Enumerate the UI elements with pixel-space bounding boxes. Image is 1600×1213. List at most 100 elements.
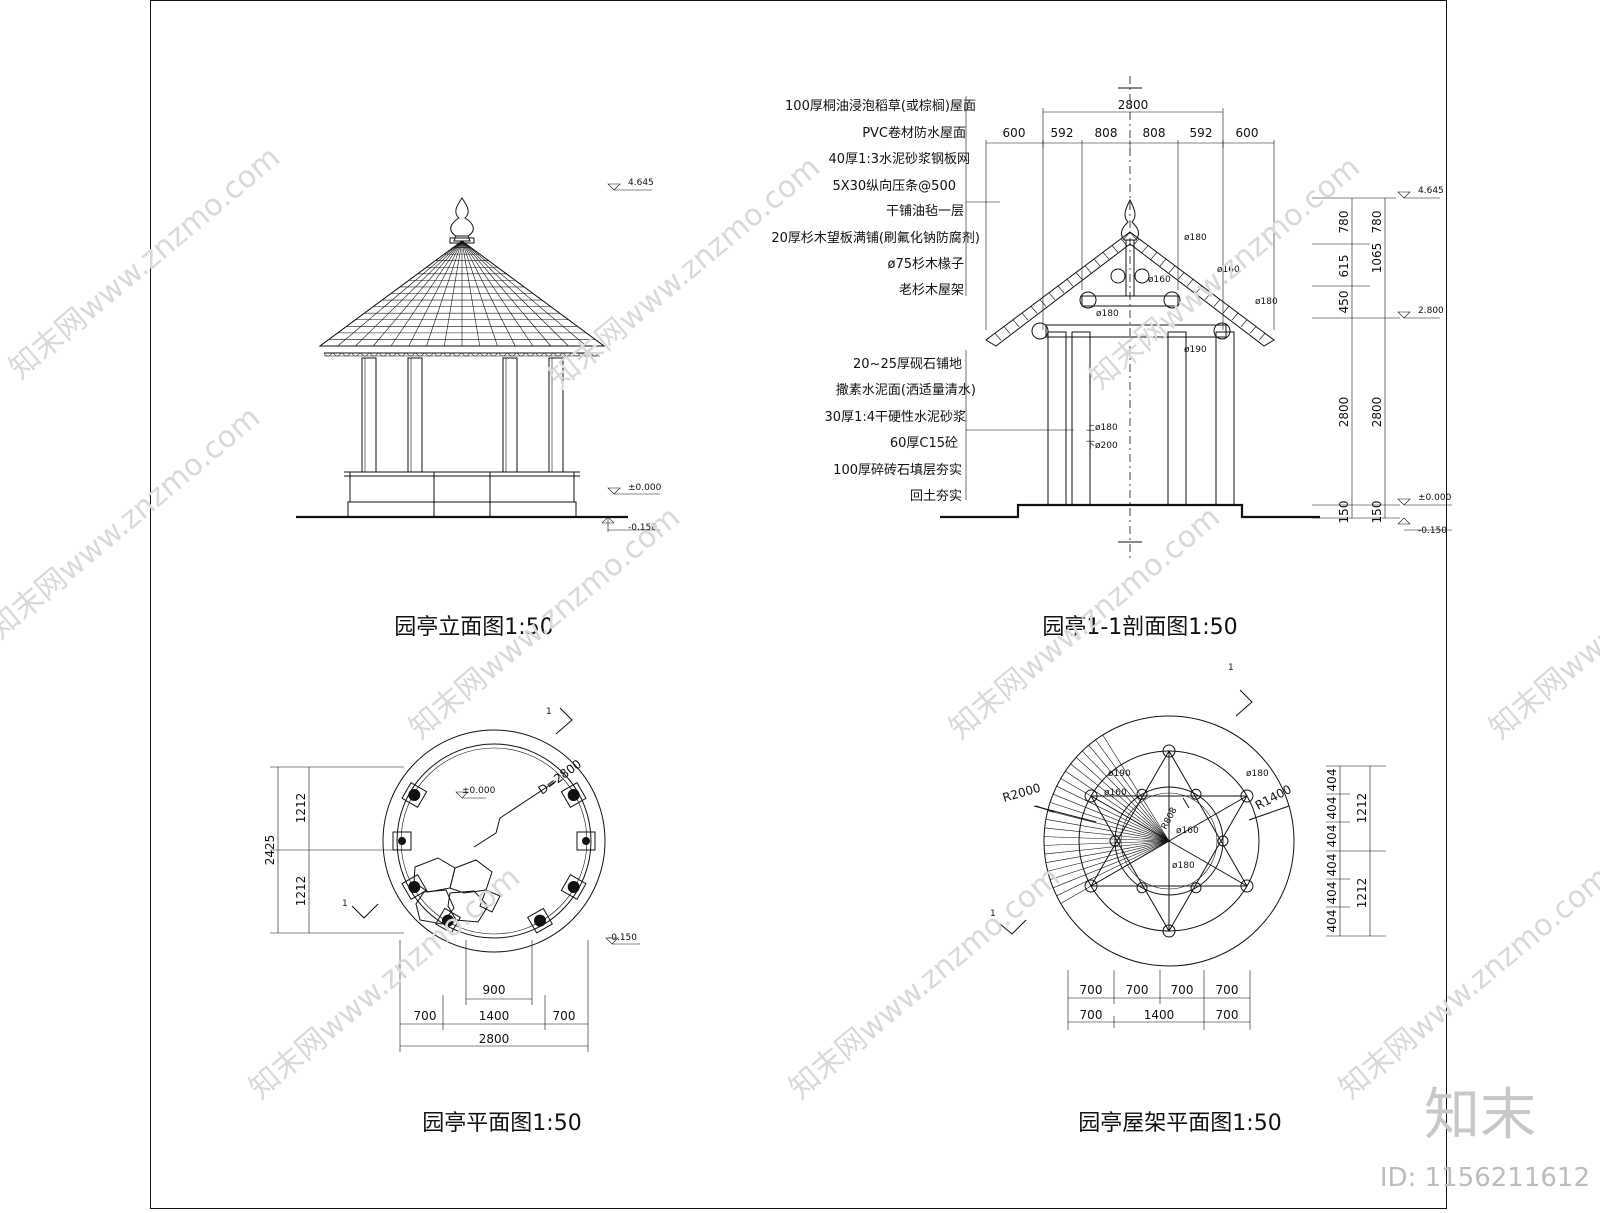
plan-vdim-2: 1212: [294, 876, 308, 907]
section-roof-hatch-left: [1003, 326, 1011, 334]
roof-plan-node: [1162, 924, 1176, 938]
roof-plan-rafter: [1050, 840, 1170, 880]
section-roof-hatch-left: [1075, 272, 1083, 280]
floor-layer-6: 回土夯实: [910, 489, 962, 504]
roof-plan-dim-r1-3: 700: [1171, 983, 1194, 997]
section-vertical-dims: 780 1065 2800 150 780 615 450 2800 150: [1337, 211, 1384, 524]
roof-plan-inner-node: [1217, 835, 1229, 847]
section-drawing: [940, 76, 1452, 560]
roof-plan-rafter: [1056, 785, 1170, 842]
watermark-3: 知末网www.znzmo.com: [1083, 150, 1367, 396]
roof-plan-inner-node: [1136, 788, 1148, 800]
watermark-2: 知末网www.znzmo.com: [543, 150, 827, 396]
plan-dim-row-3: 700: [553, 1009, 576, 1023]
roof-plan-d160a: ø160: [1104, 788, 1127, 798]
roof-plan-inner-node: [1136, 882, 1148, 894]
floor-layer-notes: 20~25厚砚石铺地 撒素水泥面(洒适量清水) 30厚1:4干硬性水泥砂浆 60…: [825, 357, 976, 504]
section-member-d180c: ø180: [1255, 297, 1278, 307]
plan-level-zero: ±0.000: [462, 786, 496, 796]
plan-column: [408, 789, 421, 801]
plan-dim-inner: 900: [483, 983, 506, 997]
section-roof-hatch-left: [1084, 265, 1092, 273]
plan-column-base: [401, 874, 428, 900]
roof-plan-dim-r2-2: 1400: [1144, 1008, 1175, 1022]
section-dim-seg-1: 600: [1003, 126, 1026, 140]
plan-column-base: [527, 907, 553, 934]
section-roof-hatch-right: [1177, 272, 1185, 280]
roof-plan-node: [1084, 789, 1098, 803]
roof-plan-rafter: [1088, 745, 1170, 842]
section-roof-hatch-right: [1258, 333, 1266, 341]
section-roof-hatch-left: [1129, 231, 1137, 240]
section-roof-hatch-right: [1123, 231, 1131, 240]
elevation-drawing: [296, 183, 660, 532]
roof-plan-r2000: R2000: [1001, 781, 1042, 805]
section-roof-hatch-left: [1012, 319, 1020, 327]
watermark-10: 知末网www.znzmo.com: [1333, 860, 1600, 1106]
roof-plan-vdim-4: 404: [1325, 854, 1339, 877]
roof-layer-notes: 100厚桐油浸泡稻草(或棕榈)屋面 PVC卷材防水屋面 40厚1:3水泥砂浆钢板…: [771, 99, 980, 298]
roof-plan-d180a: ø180: [1246, 769, 1269, 779]
roof-plan-title: 园亭屋架平面图1:50: [1078, 1111, 1281, 1136]
section-roof-hatch-left: [1021, 312, 1029, 321]
plan-dim-total: 2800: [479, 1032, 510, 1046]
roof-plan-rafter: [1056, 840, 1170, 897]
plan-column: [442, 914, 454, 927]
watermark-4: 知末网www.znzmo.com: [0, 400, 267, 646]
section-roof-hatch-left: [1111, 245, 1119, 253]
section-dim-overall: 2800: [1118, 98, 1149, 112]
plan-dim-row-1: 700: [414, 1009, 437, 1023]
roof-plan-rafter: [1095, 739, 1170, 842]
section-vdim-outer-4: 150: [1370, 501, 1384, 524]
watermark-1: 知末网www.znzmo.com: [3, 140, 287, 386]
roof-plan-rafter: [1045, 818, 1170, 842]
plan-column: [398, 837, 406, 845]
section-roof-hatch-right: [1204, 292, 1212, 300]
roof-plan-rafter: [1075, 757, 1170, 842]
plan-cut-marker-bottom: 1: [342, 899, 348, 909]
plan-dim-row-2: 1400: [479, 1009, 510, 1023]
section-roof-hatch-right: [1213, 299, 1221, 307]
section-roof-hatch-right: [1231, 312, 1239, 321]
plan-column: [567, 789, 580, 801]
section-roof-hatch-right: [1168, 265, 1176, 273]
section-level-eave: 2.800: [1418, 306, 1444, 316]
plan-column-base: [401, 782, 428, 808]
elevation-level-top: 4.645: [628, 178, 654, 188]
roof-plan-d180b: ø180: [1172, 861, 1195, 871]
section-member-d180b: ø180: [1096, 309, 1119, 319]
roof-plan-dim-r1-1: 700: [1080, 983, 1103, 997]
floor-layer-2: 撒素水泥面(洒适量清水): [836, 382, 976, 398]
section-roof-hatch-right: [1150, 252, 1158, 260]
roof-plan-drawing: [999, 689, 1386, 1030]
roof-layer-3: 40厚1:3水泥砂浆钢板网: [829, 152, 970, 167]
section-member-d190: ø190: [1184, 345, 1207, 355]
section-roof-hatch-left: [994, 333, 1002, 341]
section-post-top: 上ø180: [1086, 422, 1118, 433]
floor-layer-1: 20~25厚砚石铺地: [853, 357, 962, 372]
roof-plan-inner-node: [1190, 788, 1202, 800]
section-vdim-inner-4: 2800: [1337, 397, 1351, 428]
section-title: 园亭1-1剖面图1:50: [1042, 615, 1237, 640]
image-id: ID: 1156211612: [1380, 1163, 1590, 1193]
section-level-zero: ±0.000: [1418, 493, 1452, 503]
roof-layer-2: PVC卷材防水屋面: [862, 125, 966, 141]
section-vdim-outer-1: 780: [1370, 211, 1384, 234]
plan-column-base: [576, 831, 596, 851]
roof-plan-rafter: [1102, 734, 1170, 842]
roof-plan-spoke: [1168, 795, 1248, 842]
roof-plan-vdim-1: 404: [1325, 769, 1339, 792]
section-roof-hatch-right: [1159, 258, 1167, 267]
plan-column-base: [560, 782, 587, 808]
section-dim-seg-5: 592: [1190, 126, 1213, 140]
roof-plan-spoke: [1090, 840, 1170, 887]
floor-layer-3: 30厚1:4干硬性水泥砂浆: [825, 410, 966, 425]
roof-plan-rafter: [1044, 827, 1170, 842]
elevation-level-zero: ±0.000: [628, 483, 662, 493]
plan-cut-marker-top: 1: [546, 707, 552, 717]
roof-plan-node: [1240, 789, 1254, 803]
section-roof-hatch-left: [1057, 285, 1065, 294]
roof-plan-d160b: ø160: [1176, 826, 1199, 836]
section-vdim-inner-5: 150: [1337, 501, 1351, 524]
